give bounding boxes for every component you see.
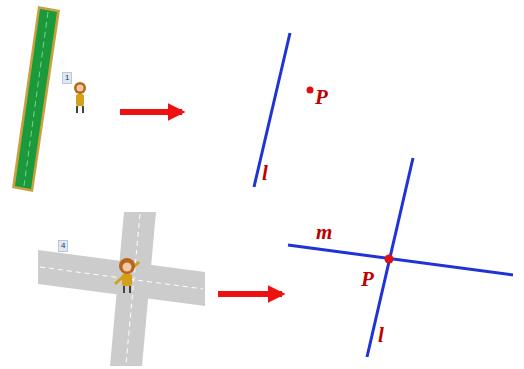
road-horizontal [38, 250, 205, 306]
line-l [367, 158, 413, 357]
person-icon [115, 258, 139, 293]
person-icon [74, 82, 86, 113]
green-strip [15, 9, 57, 189]
line-label: l [262, 163, 268, 184]
line-label: l [378, 325, 384, 346]
callout-number: 1 [62, 72, 72, 84]
line-label: m [316, 222, 332, 243]
line-m [288, 245, 513, 275]
callout-number: 4 [58, 240, 68, 252]
point-label: P [315, 87, 328, 108]
point-p [385, 255, 394, 264]
point-p [307, 87, 314, 94]
road-line [126, 214, 140, 364]
strip-border [12, 6, 60, 192]
red-arrow [218, 291, 282, 297]
line-l [254, 33, 290, 187]
red-arrow [120, 109, 182, 115]
strip-line [24, 12, 48, 186]
point-label: P [361, 269, 374, 290]
